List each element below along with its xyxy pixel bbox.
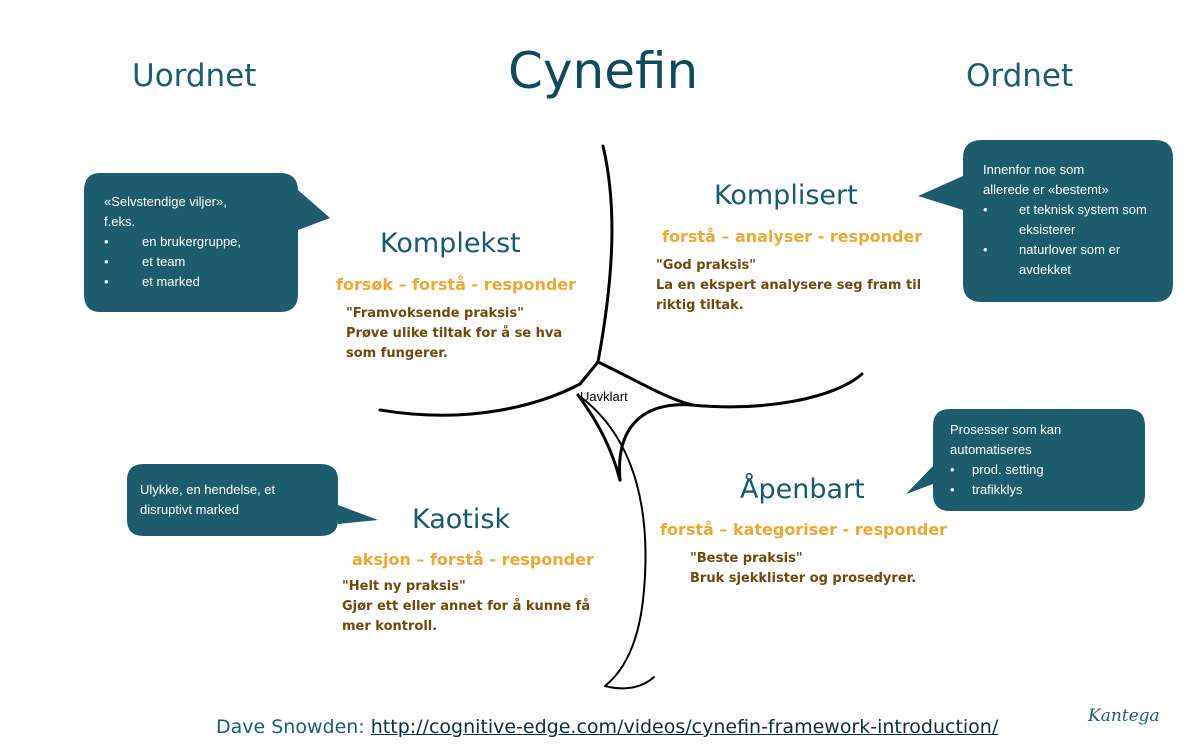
- clear-approach: forstå – kategoriser - responder: [660, 520, 948, 539]
- complex-description: "Framvoksende praksis" Prøve ulike tilta…: [346, 304, 562, 364]
- chaotic-line: mer kontroll.: [342, 619, 438, 634]
- ordered-heading: Ordnet: [966, 58, 1074, 94]
- bubble-list: en brukergruppe, et team et marked: [104, 232, 284, 292]
- complicated-approach: forstå – analyser - responder: [662, 227, 923, 246]
- bubble-list-item: et teknisk system som eksisterer: [983, 200, 1163, 240]
- complicated-practice: "God praksis": [656, 258, 757, 273]
- source-credit-prefix: Dave Snowden:: [216, 716, 371, 738]
- complex-approach: forsøk – forstå - responder: [336, 275, 577, 294]
- complicated-bubble: Innenfor noe som allerede er «bestemt» e…: [983, 160, 1163, 280]
- bubble-line: «Selvstendige viljer»,: [104, 194, 227, 209]
- bubble-line: Ulykke, en hendelse, et: [140, 482, 276, 497]
- clear-description: "Beste praksis" Bruk sjekklister og pros…: [690, 549, 916, 589]
- kantega-logo: Kantega: [1088, 706, 1160, 726]
- clear-practice: "Beste praksis": [690, 551, 803, 566]
- bubble-line: allerede er «bestemt»: [983, 182, 1109, 197]
- clear-title: Åpenbart: [740, 474, 865, 505]
- bubble-list-item: et team: [104, 252, 284, 272]
- unordered-heading: Uordnet: [132, 58, 257, 94]
- bubble-item-text: et teknisk system som eksisterer: [1019, 202, 1147, 237]
- bubble-item-text: prod. setting: [972, 462, 1044, 477]
- complicated-description: "God praksis" La en ekspert analysere se…: [656, 256, 921, 316]
- center-left-edge: [576, 393, 622, 482]
- bottom-boundary-curve: [577, 394, 655, 690]
- bubble-list-item: en brukergruppe,: [104, 232, 284, 252]
- bubble-line: Prosesser som kan: [950, 422, 1062, 437]
- bubble-line: disruptivt marked: [140, 502, 239, 517]
- bubble-list-item: naturlover som er avdekket: [983, 240, 1163, 280]
- chaotic-bubble-shape: [127, 464, 378, 536]
- complex-line: som fungerer.: [346, 346, 448, 361]
- bubble-list-item: prod. setting: [950, 460, 1130, 480]
- bubble-line: Innenfor noe som: [983, 162, 1085, 177]
- source-link[interactable]: http://cognitive-edge.com/videos/cynefin…: [370, 716, 999, 738]
- complex-bubble: «Selvstendige viljer», f.eks. en brukerg…: [104, 192, 284, 292]
- complex-title: Komplekst: [380, 228, 521, 259]
- clear-bubble: Prosesser som kan automatiseres prod. se…: [950, 420, 1130, 500]
- complicated-line: La en ekspert analysere seg fram til: [656, 278, 922, 293]
- clear-line: Bruk sjekklister og prosedyrer.: [690, 571, 917, 586]
- bubble-list-item: et marked: [104, 272, 284, 292]
- complicated-title: Komplisert: [714, 180, 858, 211]
- bubble-item-text: et marked: [142, 274, 200, 289]
- chaotic-description: "Helt ny praksis" Gjør ett eller annet f…: [342, 577, 590, 637]
- bubble-item-text: trafikklys: [972, 482, 1023, 497]
- complicated-line: riktig tiltak.: [656, 298, 744, 313]
- bubble-item-text: et team: [142, 254, 186, 269]
- bubble-list: prod. setting trafikklys: [950, 460, 1130, 500]
- bubble-item-text: naturlover som er avdekket: [1019, 242, 1121, 277]
- bubble-list-item: trafikklys: [950, 480, 1130, 500]
- bubble-list: et teknisk system som eksisterer naturlo…: [983, 200, 1163, 280]
- bubble-line: f.eks.: [104, 214, 136, 229]
- chaotic-title: Kaotisk: [412, 504, 511, 535]
- source-credit: Dave Snowden: http://cognitive-edge.com/…: [216, 716, 998, 738]
- center-upper-edge: [596, 360, 694, 407]
- disorder-label: Uavklart: [580, 389, 628, 404]
- center-corner-edge: [578, 360, 600, 386]
- top-boundary-curve: [596, 144, 614, 364]
- complex-line: Prøve ulike tiltak for å se hva: [346, 326, 563, 341]
- chaotic-approach: aksjon – forstå - responder: [352, 550, 594, 569]
- left-boundary-curve: [378, 382, 582, 417]
- bubble-item-text: en brukergruppe,: [142, 234, 242, 249]
- chaotic-line: Gjør ett eller annet for å kunne få: [342, 599, 591, 614]
- center-lower-edge: [618, 403, 694, 482]
- chaotic-bubble: Ulykke, en hendelse, et disruptivt marke…: [140, 480, 330, 520]
- chaotic-practice: "Helt ny praksis": [342, 579, 466, 594]
- bubble-line: automatiseres: [950, 442, 1032, 457]
- right-boundary-curve: [690, 372, 864, 409]
- page-title: Cynefin: [508, 42, 699, 100]
- complex-practice: "Framvoksende praksis": [346, 306, 524, 321]
